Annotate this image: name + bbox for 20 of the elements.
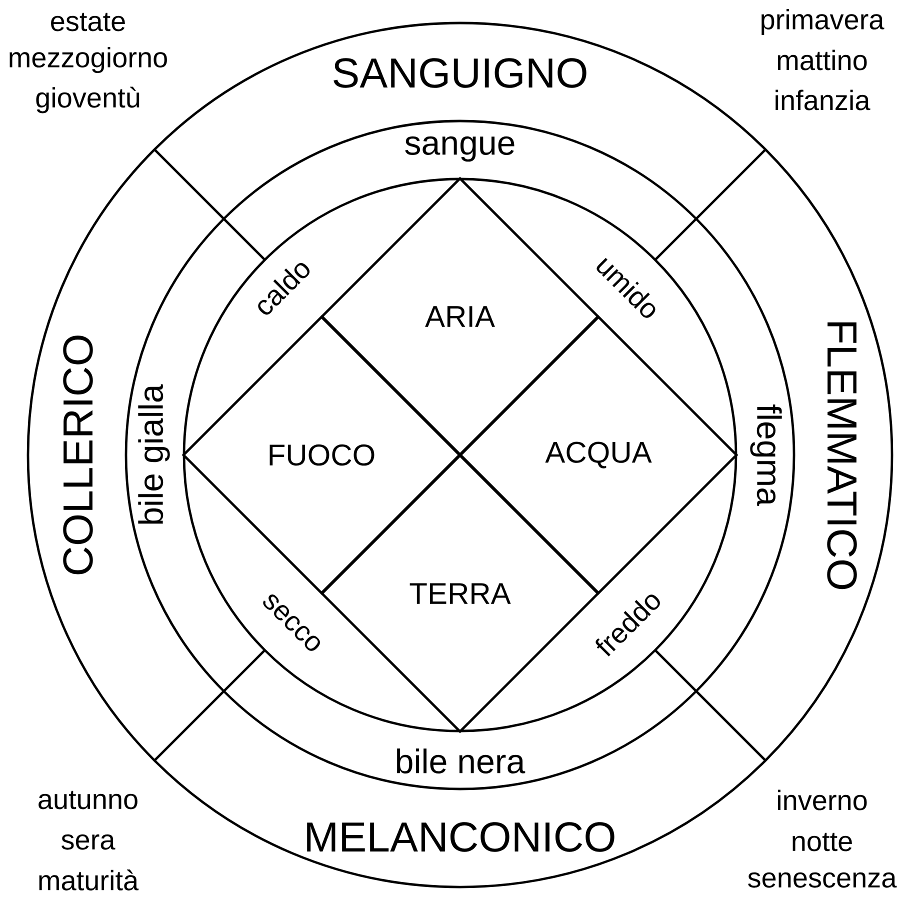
ring-label: MELANCONICO bbox=[307, 822, 614, 852]
season-label: notte bbox=[792, 832, 852, 852]
season-label: estate bbox=[51, 12, 125, 32]
ring-label: COLLERICO bbox=[63, 336, 93, 574]
season-label: autunno bbox=[38, 790, 138, 810]
season-label: primavera bbox=[762, 8, 884, 36]
season-label: infanzia bbox=[776, 90, 870, 110]
season-label: mezzogiorno bbox=[10, 46, 167, 74]
season-label: sera bbox=[62, 834, 116, 850]
season-label: inverno bbox=[778, 790, 867, 810]
ring-label: sangue bbox=[405, 136, 514, 162]
ring-label: SANGUIGNO bbox=[334, 58, 586, 88]
ring-label: bile gialla bbox=[138, 384, 170, 524]
season-label: mattino bbox=[778, 50, 867, 70]
ring-label: bile nera bbox=[397, 748, 526, 774]
season-label: maturità bbox=[39, 870, 139, 890]
season-label: senescenza bbox=[748, 872, 897, 888]
ring-label: flegma bbox=[750, 404, 782, 506]
ring-label: FLEMMATICO bbox=[827, 322, 857, 590]
season-label: gioventù bbox=[36, 86, 140, 114]
